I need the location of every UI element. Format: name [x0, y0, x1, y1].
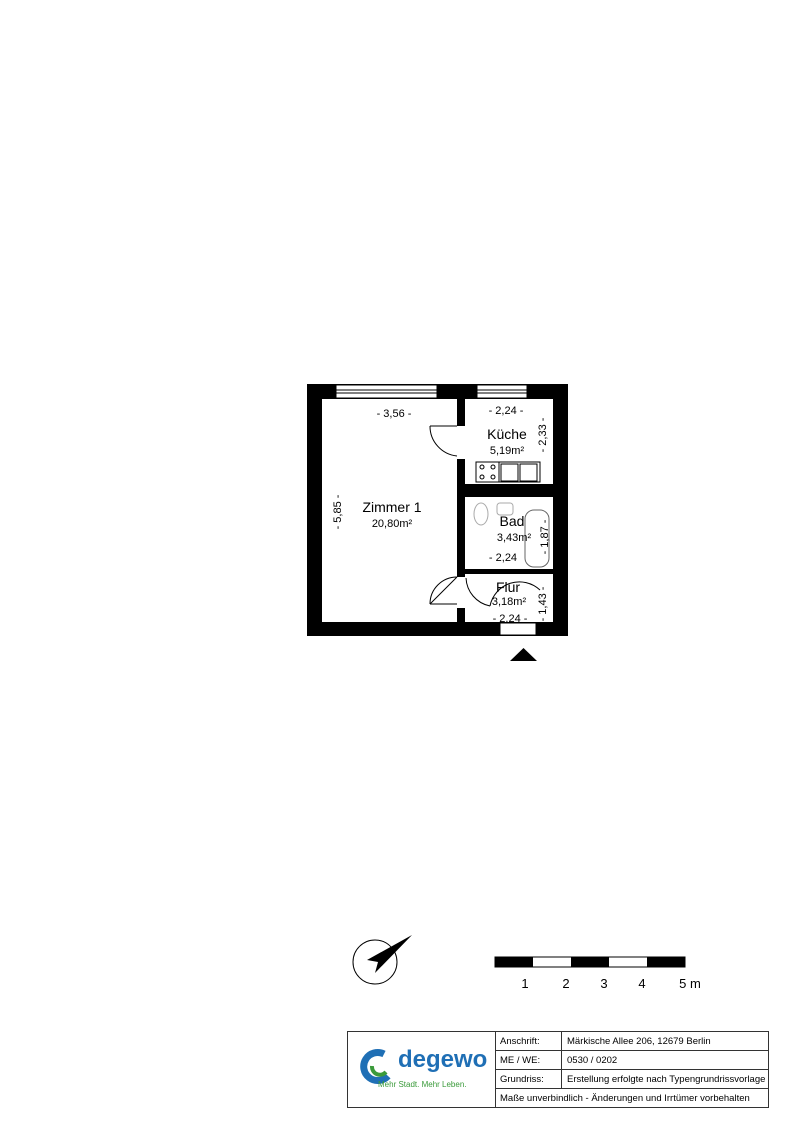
zimmer-name: Zimmer 1: [362, 499, 421, 515]
kueche-depth: - 2,33 -: [537, 417, 549, 452]
entrance-door: [499, 622, 537, 636]
kitchen-counter: [475, 461, 541, 483]
flur-width: - 2,24 -: [493, 613, 528, 625]
flur-name: Flur: [496, 579, 520, 595]
scale-label: 2: [562, 976, 569, 991]
bad-name: Bad: [500, 513, 525, 529]
info-row-unit: ME / WE: 0530 / 0202: [496, 1051, 768, 1070]
row-label: Anschrift:: [496, 1032, 562, 1050]
info-table: degewo Mehr Stadt. Mehr Leben. Anschrift…: [347, 1031, 769, 1108]
zimmer-depth: - 5,85 -: [332, 494, 344, 529]
info-row-floorplan: Grundriss: Erstellung erfolgte nach Typen…: [496, 1070, 768, 1089]
info-row-address: Anschrift: Märkische Allee 206, 12679 Ber…: [496, 1032, 768, 1051]
bad-depth: - 1,87 -: [539, 519, 551, 554]
row-value: Erstellung erfolgte nach Typengrundrissv…: [567, 1073, 766, 1085]
windows: [335, 384, 528, 399]
north-arrow-icon: [352, 935, 412, 985]
bad-area: 3,43m²: [497, 532, 532, 544]
kueche-area: 5,19m²: [490, 445, 525, 457]
bathroom-fixtures: [473, 502, 550, 568]
zimmer-area: 20,80m²: [372, 518, 413, 530]
flur-area: 3,18m²: [492, 596, 527, 608]
walls: [307, 384, 568, 636]
scale-label: 1: [521, 976, 528, 991]
scale-label: 5 m: [679, 976, 701, 991]
logo-name: degewo: [398, 1046, 488, 1073]
row-value: Märkische Allee 206, 12679 Berlin: [567, 1035, 711, 1047]
logo-mark-icon: [360, 1049, 391, 1084]
row-label: ME / WE:: [496, 1051, 562, 1069]
info-row-disclaimer: Maße unverbindlich - Änderungen und Irrt…: [496, 1089, 768, 1107]
row-value: 0530 / 0202: [567, 1054, 618, 1066]
kueche-width: - 2,24 -: [489, 405, 524, 417]
doors: [429, 425, 541, 607]
entrance-arrow-icon: [510, 648, 537, 661]
zimmer-width: - 3,56 -: [377, 408, 412, 420]
bad-width: - 2,24: [489, 552, 517, 564]
row-label: Grundriss:: [496, 1070, 562, 1088]
logo-slogan: Mehr Stadt. Mehr Leben.: [378, 1080, 467, 1089]
degewo-logo: degewo Mehr Stadt. Mehr Leben.: [348, 1032, 496, 1107]
scale-label: 4: [638, 976, 645, 991]
scale-bar: [494, 956, 686, 968]
kueche-name: Küche: [487, 426, 527, 442]
scale-label: 3: [600, 976, 607, 991]
flur-depth: - 1,43 -: [537, 586, 549, 621]
disclaimer: Maße unverbindlich - Änderungen und Irrt…: [500, 1092, 750, 1104]
